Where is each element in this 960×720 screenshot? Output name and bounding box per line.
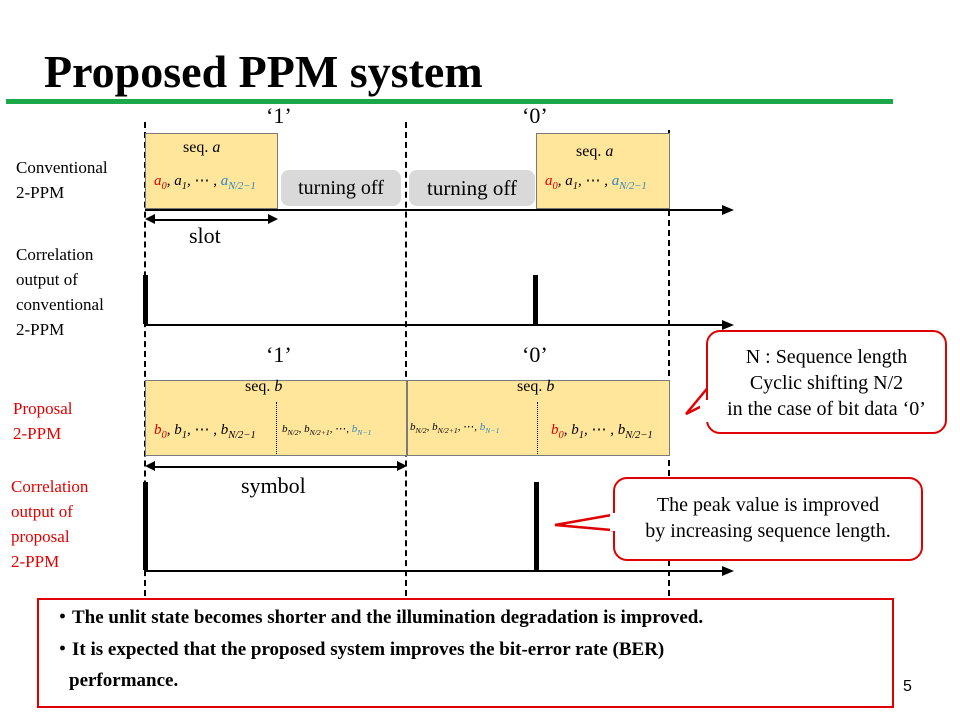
conventional-time-axis — [145, 209, 723, 211]
seq-a-elements-1: a0, a1, ⋯ , aN/2−1 — [154, 173, 256, 192]
slot-arrow-right-icon — [268, 214, 278, 224]
row-label-corr-proposal: Correlation output of proposal 2-PPM — [11, 474, 88, 574]
row-label-line: proposal — [11, 527, 70, 546]
callout-line: Cyclic shifting N/2 — [749, 372, 904, 394]
seq-prefix: seq. — [183, 139, 209, 156]
row-label-line: 2-PPM — [16, 183, 65, 202]
slot-label: slot — [189, 223, 221, 248]
seq-label-a-1: seq. a — [183, 139, 220, 157]
symbol-arrow-right-icon — [397, 461, 407, 471]
seq-b-first-half-2: b0, b1, ⋯ , bN/2−1 — [551, 422, 653, 441]
arrow-head-icon — [722, 566, 734, 576]
correlation-peak-proposal-1 — [143, 482, 148, 570]
correlation-peak-conventional-1 — [143, 275, 148, 324]
bit-label-1-top: ‘1’ — [266, 103, 292, 128]
bit-label-1-mid: ‘1’ — [266, 342, 292, 367]
seq-label-a-2: seq. a — [576, 143, 613, 161]
conventional-seq-box-1 — [145, 133, 278, 209]
row-label-line: 2-PPM — [11, 552, 60, 571]
callout-line: N : Sequence length — [745, 346, 908, 368]
row-label-line: output of — [16, 270, 78, 289]
row-label-line: 2-PPM — [16, 320, 65, 339]
bit-label-0-mid: ‘0’ — [522, 342, 548, 367]
row-label-conventional: Conventional 2-PPM — [16, 155, 108, 205]
symbol-boundary-line-right — [668, 130, 670, 596]
callout-peak-value: The peak value is improved by increasing… — [613, 477, 923, 561]
seq-a-elements-2: a0, a1, ⋯ , aN/2−1 — [545, 173, 647, 192]
slot-arrow-left-icon — [145, 214, 155, 224]
page-title: Proposed PPM system — [44, 46, 483, 97]
seq-b-second-half-2: bN/2, bN/2+1, ⋯, bN−1 — [410, 421, 500, 436]
symbol-arrow-left-icon — [145, 461, 155, 471]
callout-line: The peak value is improved — [656, 494, 880, 516]
turning-off-pill-1: turning off — [281, 170, 401, 206]
row-label-line: Correlation — [11, 477, 89, 496]
corr-proposal-time-axis — [145, 570, 723, 572]
slot-span-line — [150, 219, 268, 221]
symbol-boundary-line-left — [144, 122, 146, 596]
row-label-line: output of — [11, 502, 73, 521]
correlation-peak-proposal-2 — [534, 482, 539, 570]
bit-label-0-top: ‘0’ — [522, 103, 548, 128]
row-label-line: Proposal — [13, 399, 73, 418]
row-label-line: Conventional — [16, 158, 108, 177]
row-label-line: Correlation — [16, 245, 94, 264]
seq-b-second-half-1: bN/2, bN/2+1, ⋯, bN−1 — [282, 423, 372, 438]
seq-prefix: seq. — [245, 378, 271, 395]
seq-prefix: seq. — [576, 143, 602, 160]
row-label-corr-conventional: Correlation output of conventional 2-PPM — [16, 242, 104, 342]
seq-label-b-1: seq. b — [245, 378, 282, 396]
symbol-label: symbol — [241, 473, 306, 498]
arrow-head-icon — [722, 205, 734, 215]
callout-line: in the case of bit data ‘0’ — [727, 398, 926, 420]
callout-joint-mask — [700, 400, 710, 422]
half-divider-2 — [537, 402, 538, 454]
seq-name: a — [212, 139, 221, 156]
summary-notes-box: ・The unlit state becomes shorter and the… — [37, 598, 894, 708]
note-ber: ・It is expected that the proposed system… — [53, 639, 665, 660]
note-ber-continued: performance. — [69, 670, 179, 691]
page-number: 5 — [903, 678, 912, 695]
conventional-seq-box-2 — [536, 133, 670, 209]
callout-sequence-length: N : Sequence length Cyclic shifting N/2 … — [706, 330, 947, 434]
row-label-line: 2-PPM — [13, 424, 62, 443]
seq-prefix: seq. — [517, 378, 543, 395]
row-label-proposal: Proposal 2-PPM — [13, 396, 73, 446]
seq-name: a — [605, 143, 614, 160]
correlation-peak-conventional-2 — [533, 275, 538, 324]
arrow-head-icon — [722, 320, 734, 330]
corr-conventional-time-axis — [145, 324, 723, 326]
symbol-boundary-line-mid — [405, 122, 407, 596]
turning-off-pill-2: turning off — [409, 170, 535, 206]
symbol-span-line — [150, 466, 400, 468]
note-illumination: ・The unlit state becomes shorter and the… — [53, 607, 704, 628]
title-divider — [6, 99, 893, 104]
seq-label-b-2: seq. b — [517, 378, 554, 396]
half-divider-1 — [276, 402, 277, 454]
seq-name: b — [274, 378, 283, 395]
seq-name: b — [546, 378, 555, 395]
callout-joint-mask — [610, 513, 618, 531]
seq-b-first-half-1: b0, b1, ⋯ , bN/2−1 — [154, 422, 256, 441]
row-label-line: conventional — [16, 295, 104, 314]
proposal-seq-box-2 — [407, 380, 670, 456]
callout-line: by increasing sequence length. — [645, 520, 891, 542]
